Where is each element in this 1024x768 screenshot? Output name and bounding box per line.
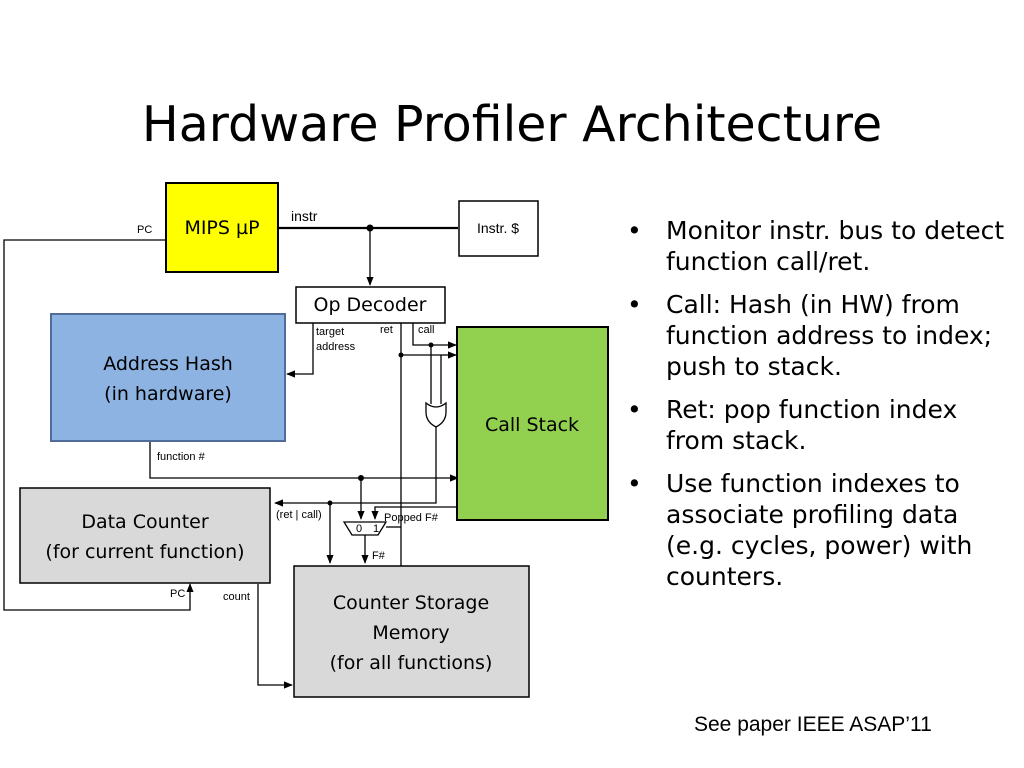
- address-hash-sublabel: (in hardware): [104, 383, 232, 405]
- wires: [3, 224, 459, 690]
- counter-storage-box: [293, 565, 530, 698]
- data-counter-box: [19, 487, 271, 584]
- data-counter-label: Data Counter: [81, 511, 209, 533]
- mux-input-0: 0: [356, 523, 362, 535]
- footnote: See paper IEEE ASAP’11: [694, 713, 932, 736]
- instr-label: instr: [291, 208, 318, 224]
- mux: [342, 521, 388, 536]
- bullet-item: Monitor instr. bus to detect function ca…: [625, 215, 1017, 277]
- call-junction: [428, 342, 434, 348]
- data-counter-sublabel: (for current function): [45, 541, 244, 563]
- address-hash-label: Address Hash: [103, 353, 233, 375]
- target-address-wire: [286, 323, 314, 378]
- f-num-label: F#: [372, 550, 386, 562]
- pc-top-label: PC: [137, 224, 152, 236]
- counter-storage-sublabel: (for all functions): [330, 652, 493, 674]
- function-num-label: function #: [157, 451, 206, 463]
- call-stack-box: [456, 326, 609, 521]
- bullet-item: Call: Hash (in HW) from function address…: [625, 289, 1017, 382]
- bullet-list: Monitor instr. bus to detect function ca…: [625, 215, 1017, 604]
- or-gate: [425, 401, 447, 428]
- mux-input-1: 1: [373, 523, 379, 535]
- or-output-wire: [274, 424, 437, 507]
- counter-storage-label-2: Memory: [372, 622, 449, 644]
- popped-f-wire: [371, 506, 456, 520]
- bullet-item: Use function indexes to associate profil…: [625, 468, 1017, 592]
- popped-f-label: Popped F#: [384, 512, 439, 524]
- call-wire: [412, 323, 457, 349]
- count-wire: [257, 584, 293, 689]
- count-label: count: [223, 591, 250, 603]
- bullet-item: Ret: pop function index from stack.: [625, 394, 1017, 456]
- address-hash-box: [50, 313, 286, 442]
- mips-processor-label: MIPS µP: [184, 217, 259, 239]
- function-num-wire: [149, 441, 456, 479]
- instr-cache-box: [458, 200, 539, 257]
- pc-bottom-label: PC: [170, 588, 185, 600]
- counter-storage-label: Counter Storage: [333, 592, 489, 614]
- ret-label: ret: [380, 324, 393, 336]
- target-address-label: target: [316, 326, 344, 338]
- call-label: call: [418, 324, 435, 336]
- op-decoder-box: [295, 286, 446, 324]
- op-decoder-label: Op Decoder: [313, 294, 426, 316]
- mips-processor-box: [165, 182, 279, 273]
- call-stack-label: Call Stack: [485, 414, 579, 436]
- instr-cache-label: Instr. $: [477, 220, 519, 236]
- pc-loop-wire: [3, 239, 194, 611]
- ret-call-label: (ret | call): [276, 509, 322, 521]
- slide-title: Hardware Profiler Architecture: [141, 95, 883, 153]
- target-address-label-2: address: [316, 341, 356, 353]
